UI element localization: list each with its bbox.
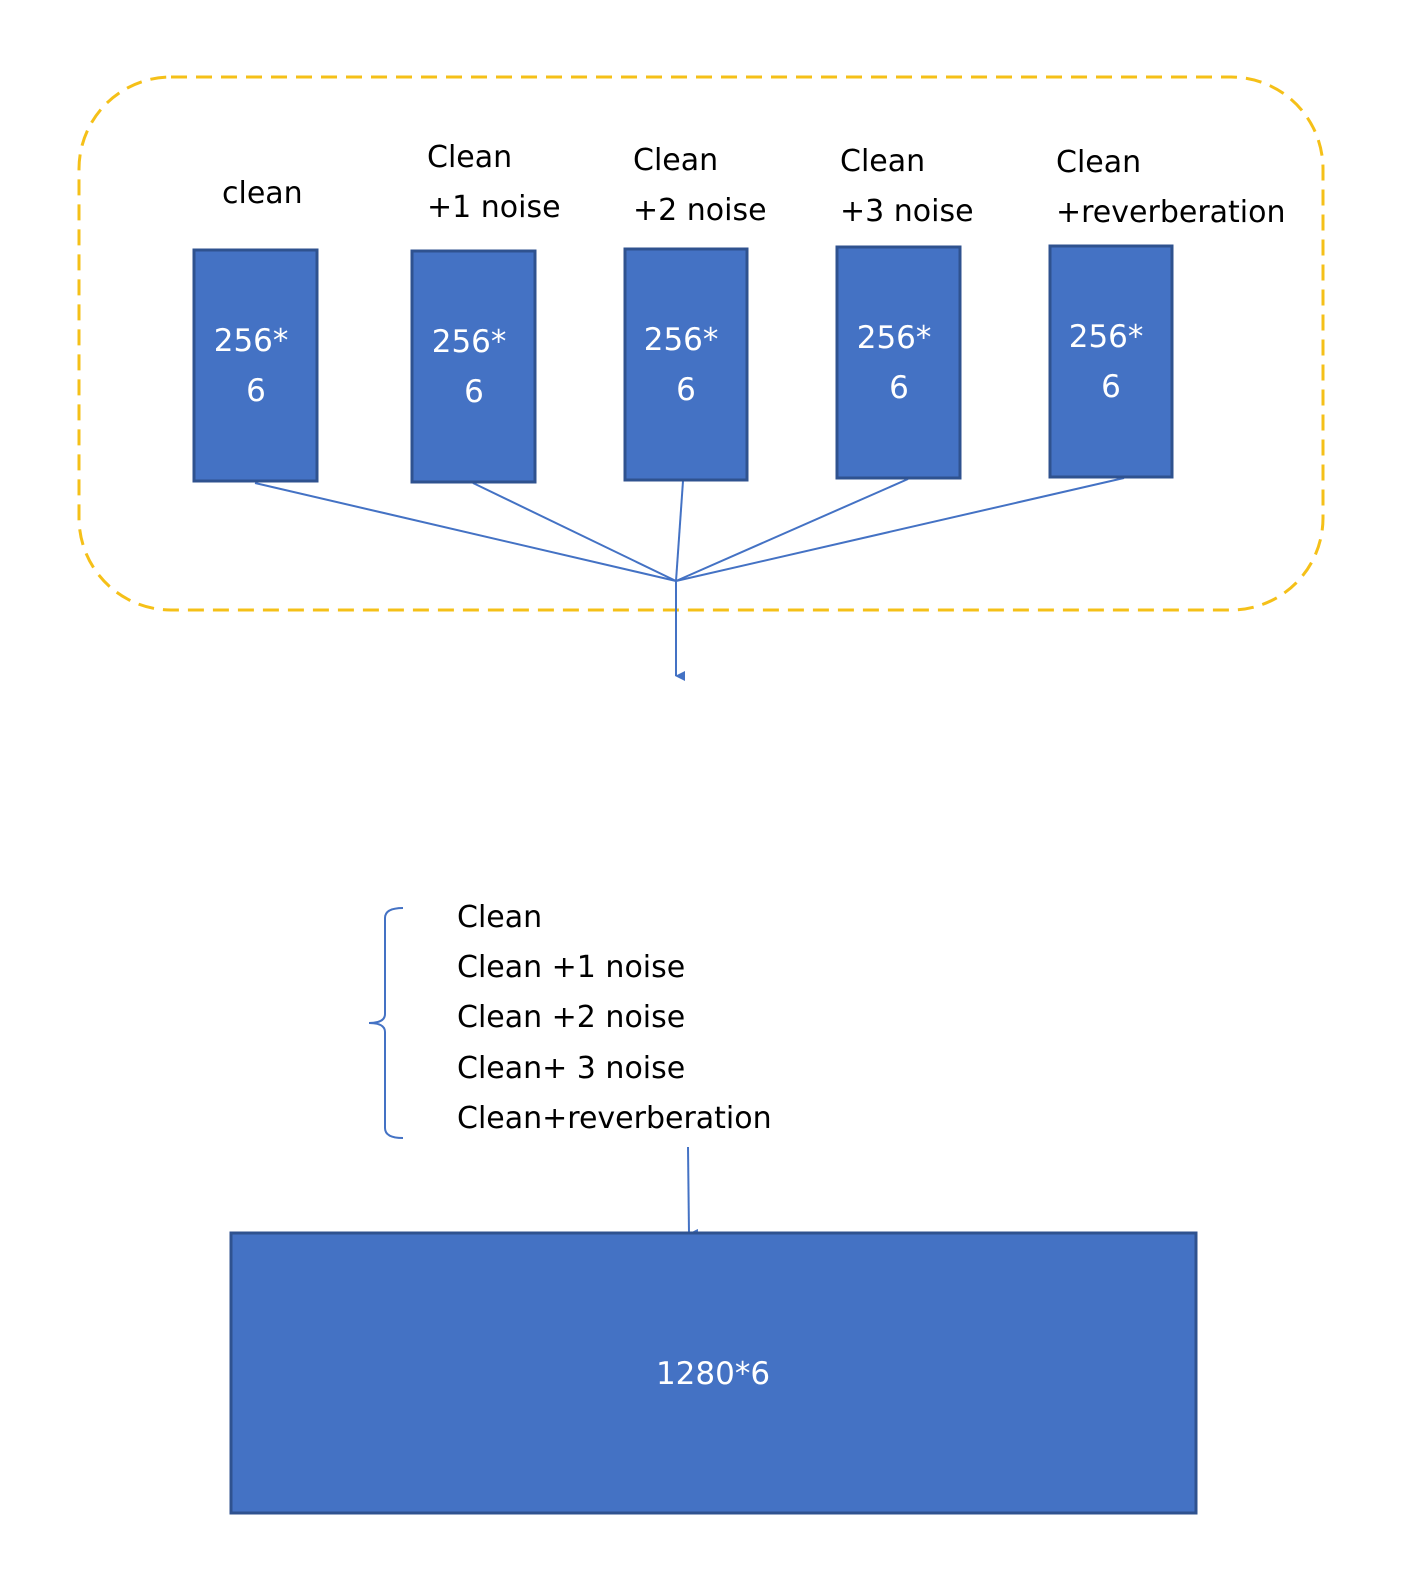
input-box-4: 256* 6 xyxy=(835,245,962,480)
stack-item-1: Clean xyxy=(457,900,542,935)
output-box-label: 1280*6 xyxy=(656,1356,770,1392)
svg-text:256* 6: 256* 6 xyxy=(1069,319,1154,405)
stack-item-3: Clean +2 noise xyxy=(457,1000,685,1035)
connector-line-1 xyxy=(254,482,677,582)
input-label-1: clean xyxy=(222,176,303,211)
input-label-5: Clean +reverberation xyxy=(1056,145,1286,230)
svg-text:256* 6: 256* 6 xyxy=(214,323,299,409)
input-label-3: Clean +2 noise xyxy=(633,143,767,228)
stack-item-5: Clean+reverberation xyxy=(457,1101,772,1136)
connector-line-5 xyxy=(675,477,1125,582)
input-box-5: 256* 6 xyxy=(1048,244,1174,479)
input-box-2: 256* 6 xyxy=(410,249,537,484)
output-arrow xyxy=(687,1146,699,1239)
stack-item-4: Clean+ 3 noise xyxy=(457,1051,685,1086)
svg-text:256* 6: 256* 6 xyxy=(644,322,729,408)
connector-line-4 xyxy=(675,478,909,582)
connector-line-3 xyxy=(675,480,684,582)
output-box: 1280*6 xyxy=(229,1231,1198,1515)
input-label-4: Clean +3 noise xyxy=(840,144,974,229)
input-box-1: 256* 6 xyxy=(192,248,319,483)
input-label-2: Clean +1 noise xyxy=(427,140,561,225)
svg-text:256* 6: 256* 6 xyxy=(857,320,942,406)
connector-line-2 xyxy=(472,482,677,582)
curly-brace xyxy=(368,907,404,1139)
input-group-border xyxy=(77,75,1325,612)
stack-item-2: Clean +1 noise xyxy=(457,950,685,985)
svg-text:256* 6: 256* 6 xyxy=(432,324,517,410)
input-box-3: 256* 6 xyxy=(623,247,749,482)
